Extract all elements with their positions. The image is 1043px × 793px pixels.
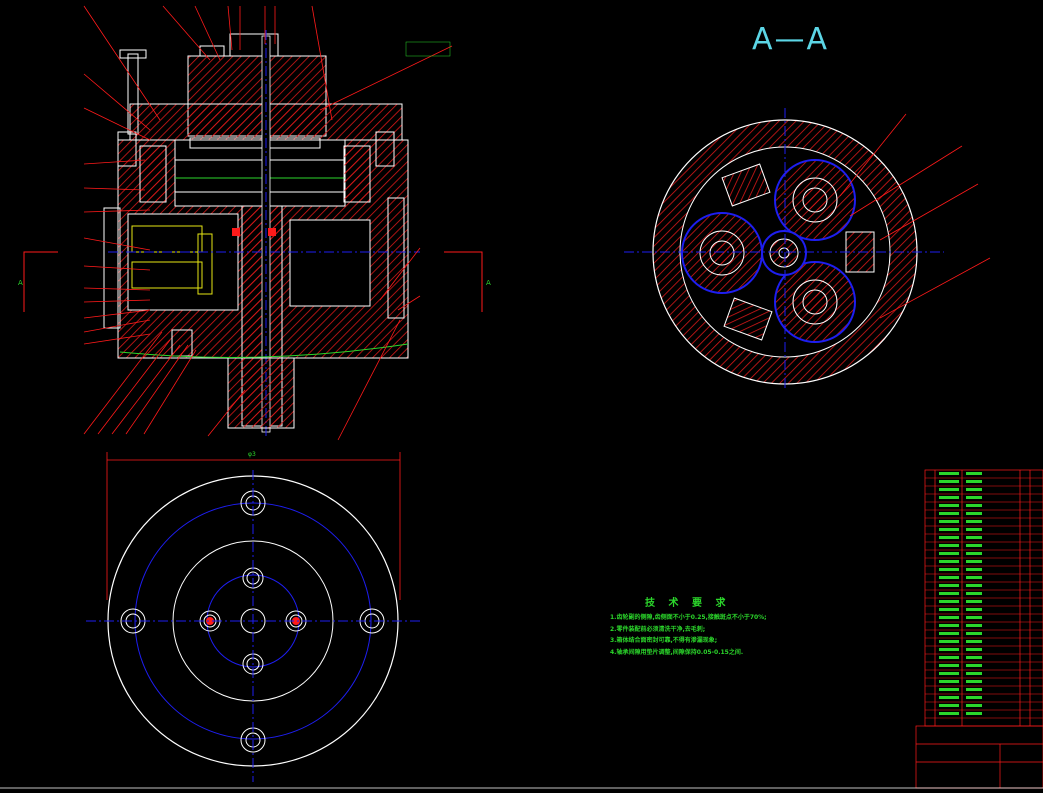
leader-lines-section [839,113,991,319]
parts-list-entry-mark [939,592,959,595]
parts-list-entry-mark [939,648,959,651]
parts-list-entry-mark [966,568,982,571]
parts-list-entry-mark [939,632,959,635]
technical-note: 2.零件装配前必须清洗干净,去毛刺; [610,625,706,633]
parts-list-entry-mark [966,672,982,675]
parts-list-entry-mark [966,688,982,691]
parts-list-entry-mark [966,640,982,643]
parts-list-entry-mark [939,584,959,587]
parts-list-entry-mark [966,648,982,651]
parts-list-entry-mark [939,624,959,627]
section-title: A—A [752,22,830,57]
parts-list-entry-mark [939,696,959,699]
technical-note: 1.齿轮副的侧隙,齿侧面不小于0.25,接触斑点不小于70%; [610,614,767,621]
parts-list-entry-mark [939,680,959,683]
parts-list-entry-mark [939,672,959,675]
parts-list-rows [925,472,1043,719]
parts-list-entry-mark [966,712,982,715]
technical-note: 3.箱体结合面密封可靠,不得有渗漏现象; [610,637,718,644]
section-a-a-view [624,108,944,390]
overall-width-dimension: φ3 [248,451,256,458]
parts-list-entry-mark [966,528,982,531]
parts-list-entry-mark [966,512,982,515]
bottom-view [86,452,420,782]
parts-list-entry-mark [939,528,959,531]
parts-list-entry-mark [939,520,959,523]
parts-list-entry-mark [966,472,982,475]
parts-list-entry-mark [966,480,982,483]
parts-list-entry-mark [939,664,959,667]
technical-requirements-title: 技 术 要 求 [645,598,731,609]
parts-list-entry-mark [939,712,959,715]
cut-mark-right: A [486,279,491,287]
parts-list-entry-mark [966,696,982,699]
parts-list-entry-mark [966,520,982,523]
parts-list-entry-mark [939,608,959,611]
parts-list-entry-mark [966,592,982,595]
parts-list-entry-mark [966,584,982,587]
parts-list-entry-mark [939,560,959,563]
parts-list-entry-mark [939,616,959,619]
parts-list-entry-mark [966,544,982,547]
parts-list-entry-mark [966,576,982,579]
parts-list-entry-mark [966,656,982,659]
parts-list-entry-mark [939,600,959,603]
cut-mark-left: A [18,279,23,287]
parts-list-entry-mark [939,568,959,571]
parts-list-entry-mark [966,496,982,499]
technical-note: 4.轴承间隙用垫片调整,间隙保持0.05-0.15之间. [610,648,744,656]
parts-list-entry-mark [939,640,959,643]
parts-list-entry-mark [939,472,959,475]
leader-lines-front [83,5,453,441]
parts-list-entry-mark [966,600,982,603]
parts-list-entry-mark [939,496,959,499]
technical-requirements-list: 1.齿轮副的侧隙,齿侧面不小于0.25,接触斑点不小于70%; 2.零件装配前必… [610,612,767,658]
parts-list-entry-mark [939,480,959,483]
parts-list-entry-mark [966,624,982,627]
parts-list-entry-mark [966,664,982,667]
front-section-view [103,30,420,436]
parts-list-entry-mark [939,488,959,491]
parts-list-entry-mark [939,552,959,555]
parts-list-entry-mark [966,488,982,491]
parts-list-entry-mark [966,560,982,563]
parts-list-entry-mark [939,544,959,547]
cut-plane-marks [23,251,483,312]
parts-list-entry-mark [966,608,982,611]
parts-list-entry-mark [966,504,982,507]
parts-list-table [915,469,1043,789]
parts-list-entry-mark [939,576,959,579]
parts-list-entry-mark [966,552,982,555]
parts-list-entry-mark [939,504,959,507]
parts-list-entry-mark [966,536,982,539]
parts-list-entry-mark [939,536,959,539]
parts-list-entry-mark [966,680,982,683]
parts-list-entry-mark [939,704,959,707]
parts-list-entry-mark [966,632,982,635]
front-note-block [405,41,451,57]
parts-list-entry-mark [966,616,982,619]
parts-list-entry-mark [966,704,982,707]
parts-list-entry-mark [939,512,959,515]
parts-list-entry-mark [939,656,959,659]
parts-list-entry-mark [939,688,959,691]
